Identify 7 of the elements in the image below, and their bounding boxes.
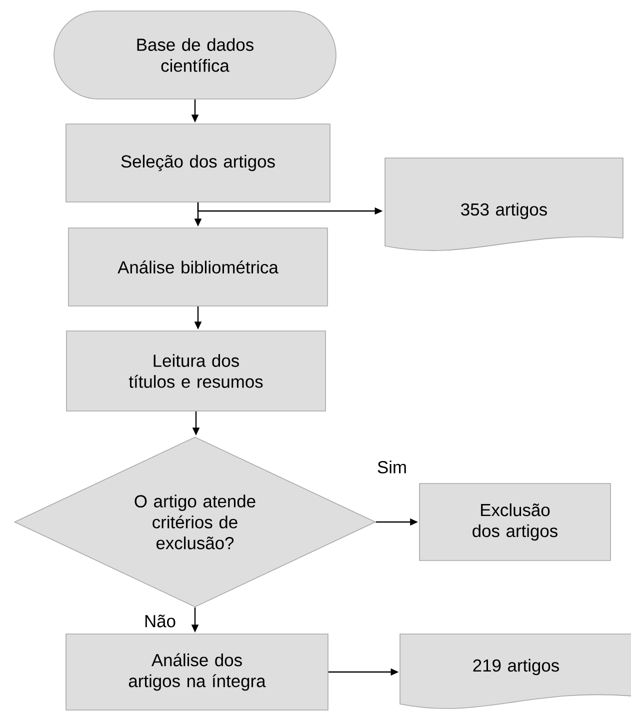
edge-label: Sim bbox=[376, 460, 408, 474]
process-box: Análise dos artigos na íntegra bbox=[66, 634, 328, 710]
process-box: Exclusão dos artigos bbox=[419, 483, 611, 561]
process-box: Leitura dos títulos e resumos bbox=[66, 330, 326, 412]
process-box: Seleção dos artigos bbox=[66, 124, 330, 202]
process-box: Análise bibliométrica bbox=[68, 228, 328, 306]
edge-label: Não bbox=[143, 614, 177, 628]
